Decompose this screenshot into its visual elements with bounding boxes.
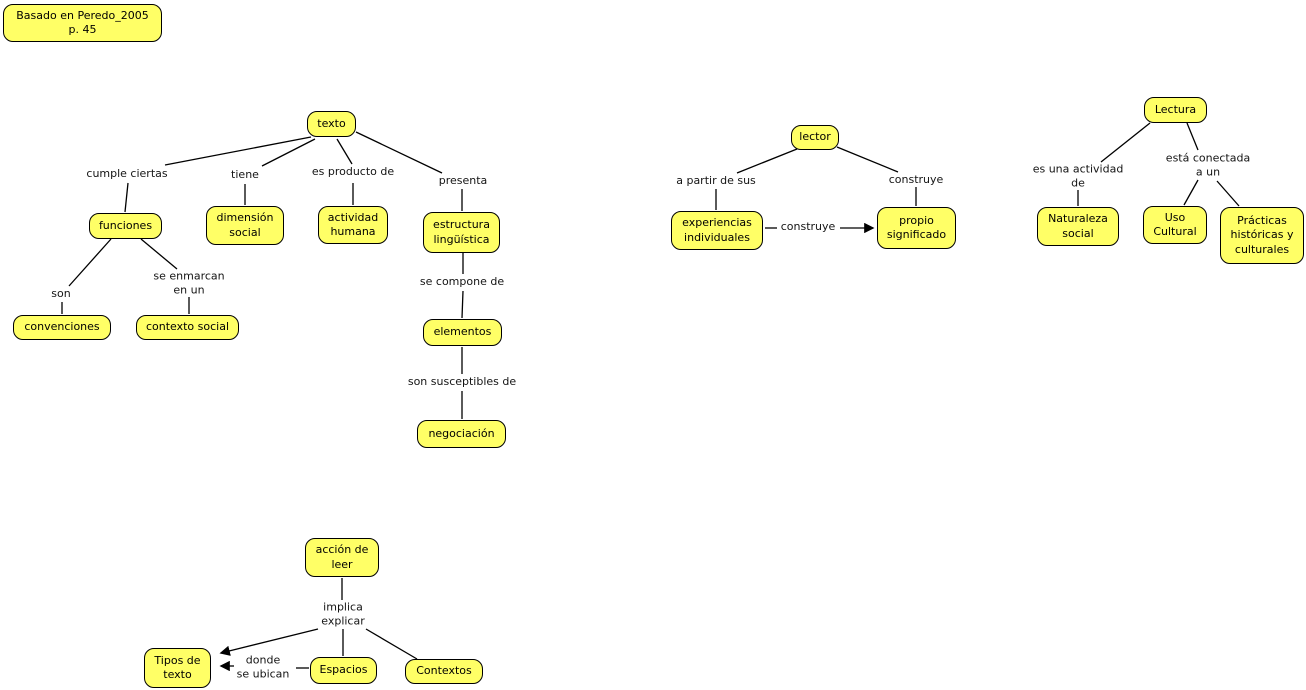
node-accion-de-leer[interactable]: acción de leer (305, 538, 379, 577)
link-phrase-a-partir-de-sus[interactable]: a partir de sus (676, 174, 756, 188)
link-phrase-esta-conectada-a-un[interactable]: está conectada a un (1165, 151, 1251, 178)
node-uso-cultural[interactable]: Uso Cultural (1143, 206, 1207, 244)
edge-texto-cumple-ciertas (164, 136, 312, 166)
node-espacios[interactable]: Espacios (310, 657, 377, 684)
node-texto[interactable]: texto (307, 111, 356, 137)
node-negociacion[interactable]: negociación (417, 420, 506, 448)
edge-texto-tiene (261, 138, 316, 167)
edge-funciones-son (68, 238, 112, 287)
node-funciones[interactable]: funciones (89, 213, 162, 239)
edge-implica-arrow-tipos (219, 628, 319, 656)
edge-implica-contextos (365, 628, 418, 660)
link-phrase-se-enmarcan-en-un[interactable]: se enmarcan en un (153, 269, 225, 296)
link-phrase-construye-experiencias[interactable]: construye (780, 220, 836, 234)
link-phrase-es-una-actividad-de[interactable]: es una actividad de (1032, 162, 1124, 189)
node-experiencias-individuales[interactable]: experiencias individuales (671, 211, 763, 250)
node-naturaleza-social[interactable]: Naturaleza social (1037, 207, 1119, 246)
edge-lector-a-partir-de-sus (736, 148, 798, 174)
edge-lectura-es-una-actividad (1100, 122, 1151, 163)
edge-lectura-esta-conectada (1186, 122, 1199, 151)
link-phrase-implica-explicar[interactable]: implica explicar (321, 600, 365, 627)
link-phrase-son-susceptibles-de[interactable]: son susceptibles de (407, 375, 517, 389)
node-lector[interactable]: lector (791, 125, 839, 150)
node-actividad-humana[interactable]: actividad humana (318, 206, 388, 244)
node-contextos[interactable]: Contextos (405, 659, 483, 684)
edge-texto-presenta (355, 131, 443, 174)
node-contexto-social[interactable]: contexto social (136, 315, 239, 340)
node-lectura[interactable]: Lectura (1144, 97, 1207, 123)
link-phrase-es-producto-de[interactable]: es producto de (311, 165, 395, 179)
node-convenciones[interactable]: convenciones (13, 315, 111, 340)
edge-lector-construye (836, 146, 899, 173)
edge-esta-conectada-uso-cultural (1183, 179, 1199, 206)
edge-funciones-se-enmarcan (140, 238, 178, 270)
link-phrase-tiene[interactable]: tiene (231, 168, 259, 182)
node-practicas-historicas[interactable]: Prácticas históricas y culturales (1220, 207, 1304, 264)
node-estructura-linguistica[interactable]: estructura lingüística (423, 212, 500, 253)
edge-texto-es-producto-de (336, 138, 353, 165)
link-phrase-son[interactable]: son (51, 287, 71, 301)
node-tipos-de-texto[interactable]: Tipos de texto (144, 648, 211, 688)
edge-esta-conectada-practicas (1216, 180, 1240, 207)
link-phrase-presenta[interactable]: presenta (438, 174, 488, 188)
edge-se-compone-de-elementos (461, 290, 464, 319)
link-phrase-se-compone-de[interactable]: se compone de (419, 275, 505, 289)
link-phrase-construye-lector[interactable]: construye (888, 173, 944, 187)
node-propio-significado[interactable]: propio significado (877, 207, 956, 249)
link-phrase-cumple-ciertas[interactable]: cumple ciertas (86, 167, 168, 181)
node-source-note[interactable]: Basado en Peredo_2005 p. 45 (3, 4, 162, 42)
edge-cumple-ciertas-funciones (124, 182, 129, 213)
node-dimension-social[interactable]: dimensión social (206, 206, 284, 245)
link-phrase-donde-se-ubican[interactable]: donde se ubican (236, 653, 290, 680)
node-elementos[interactable]: elementos (423, 319, 502, 346)
